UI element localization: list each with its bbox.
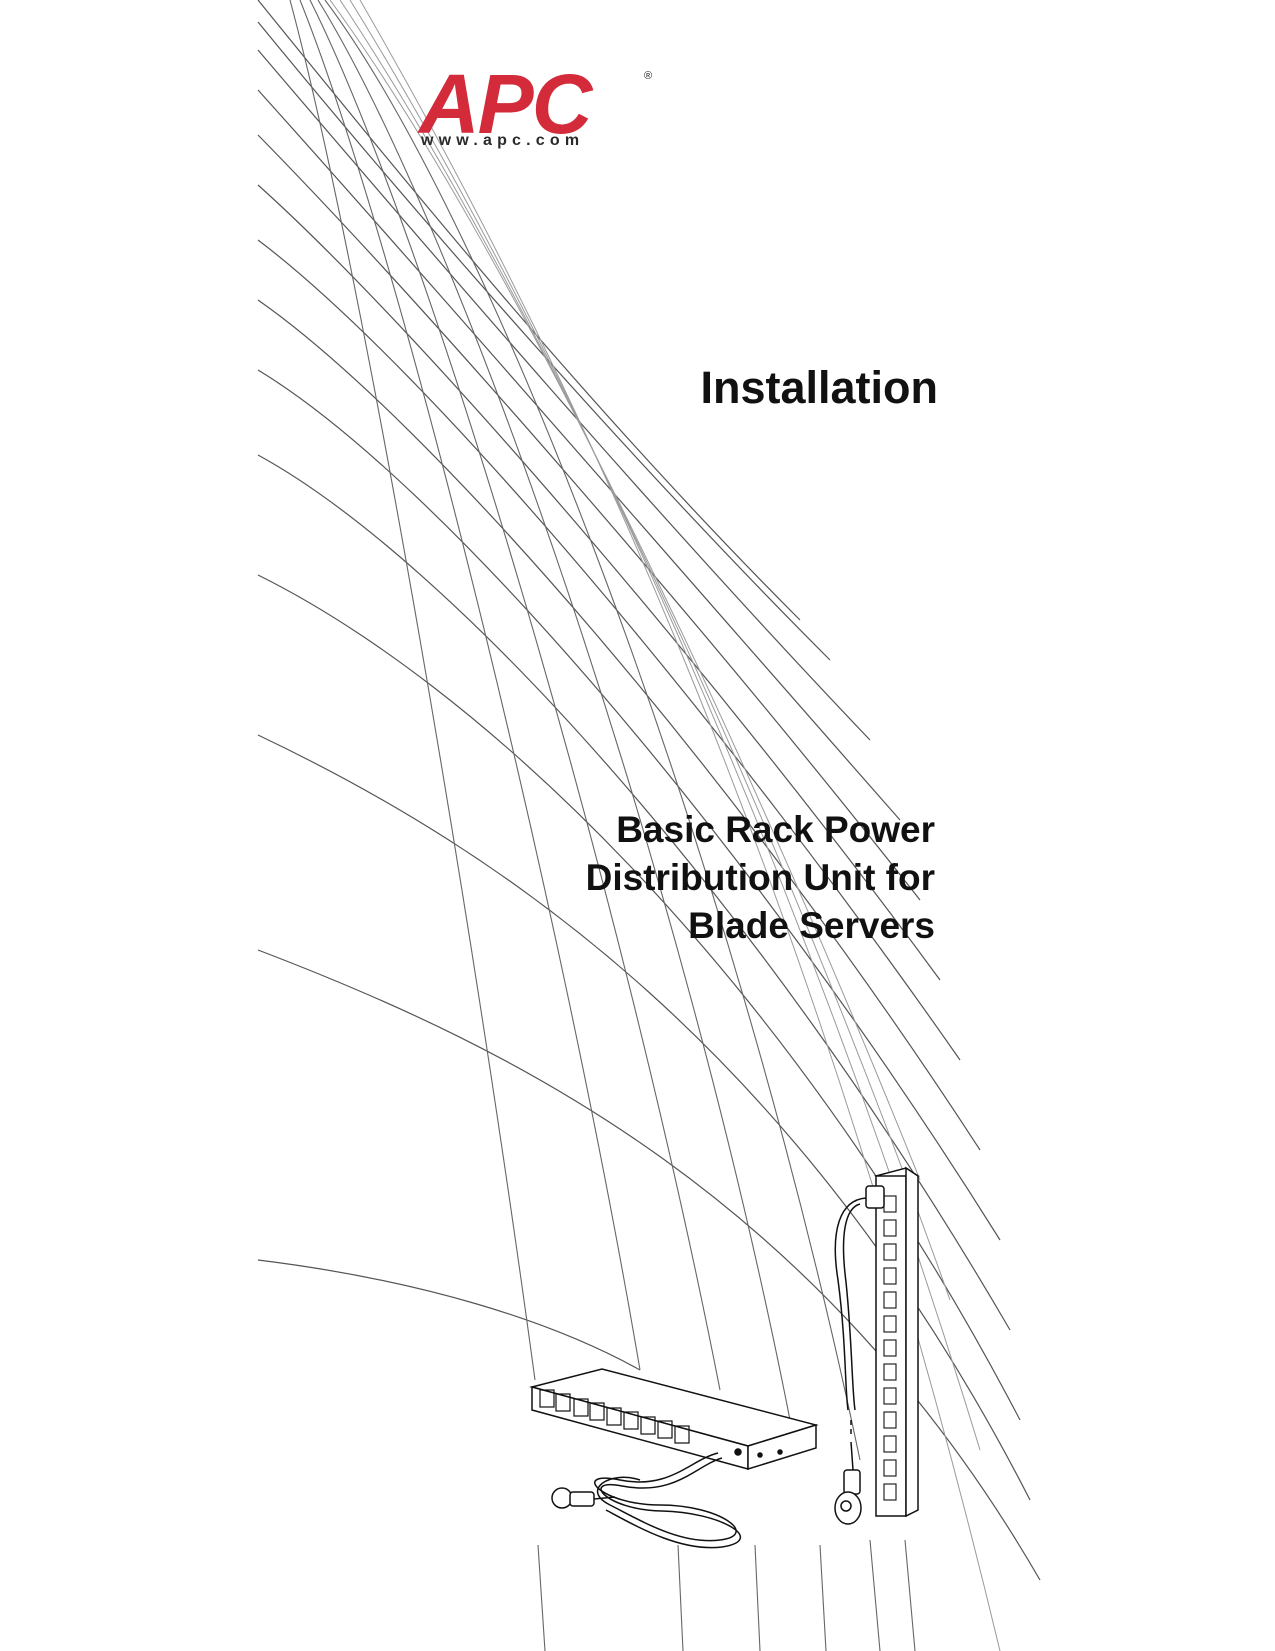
horizontal-pdu-illustration <box>529 1368 819 1549</box>
logo-url: www.apc.com <box>421 132 585 149</box>
document-type-label: Installation <box>700 362 938 413</box>
document-title: Basic Rack Power Distribution Unit for B… <box>586 806 935 950</box>
locking-plug-icon <box>834 1469 862 1525</box>
registered-mark: ® <box>644 70 653 82</box>
vertical-pdu-illustration <box>834 1166 920 1525</box>
apc-logo: APC ® www.apc.com <box>419 62 659 158</box>
title-line-1: Basic Rack Power <box>616 809 935 850</box>
title-line-3: Blade Servers <box>688 905 935 946</box>
logo-wordmark: APC <box>419 57 592 151</box>
title-line-2: Distribution Unit for <box>585 857 935 898</box>
plug-icon <box>551 1487 616 1509</box>
